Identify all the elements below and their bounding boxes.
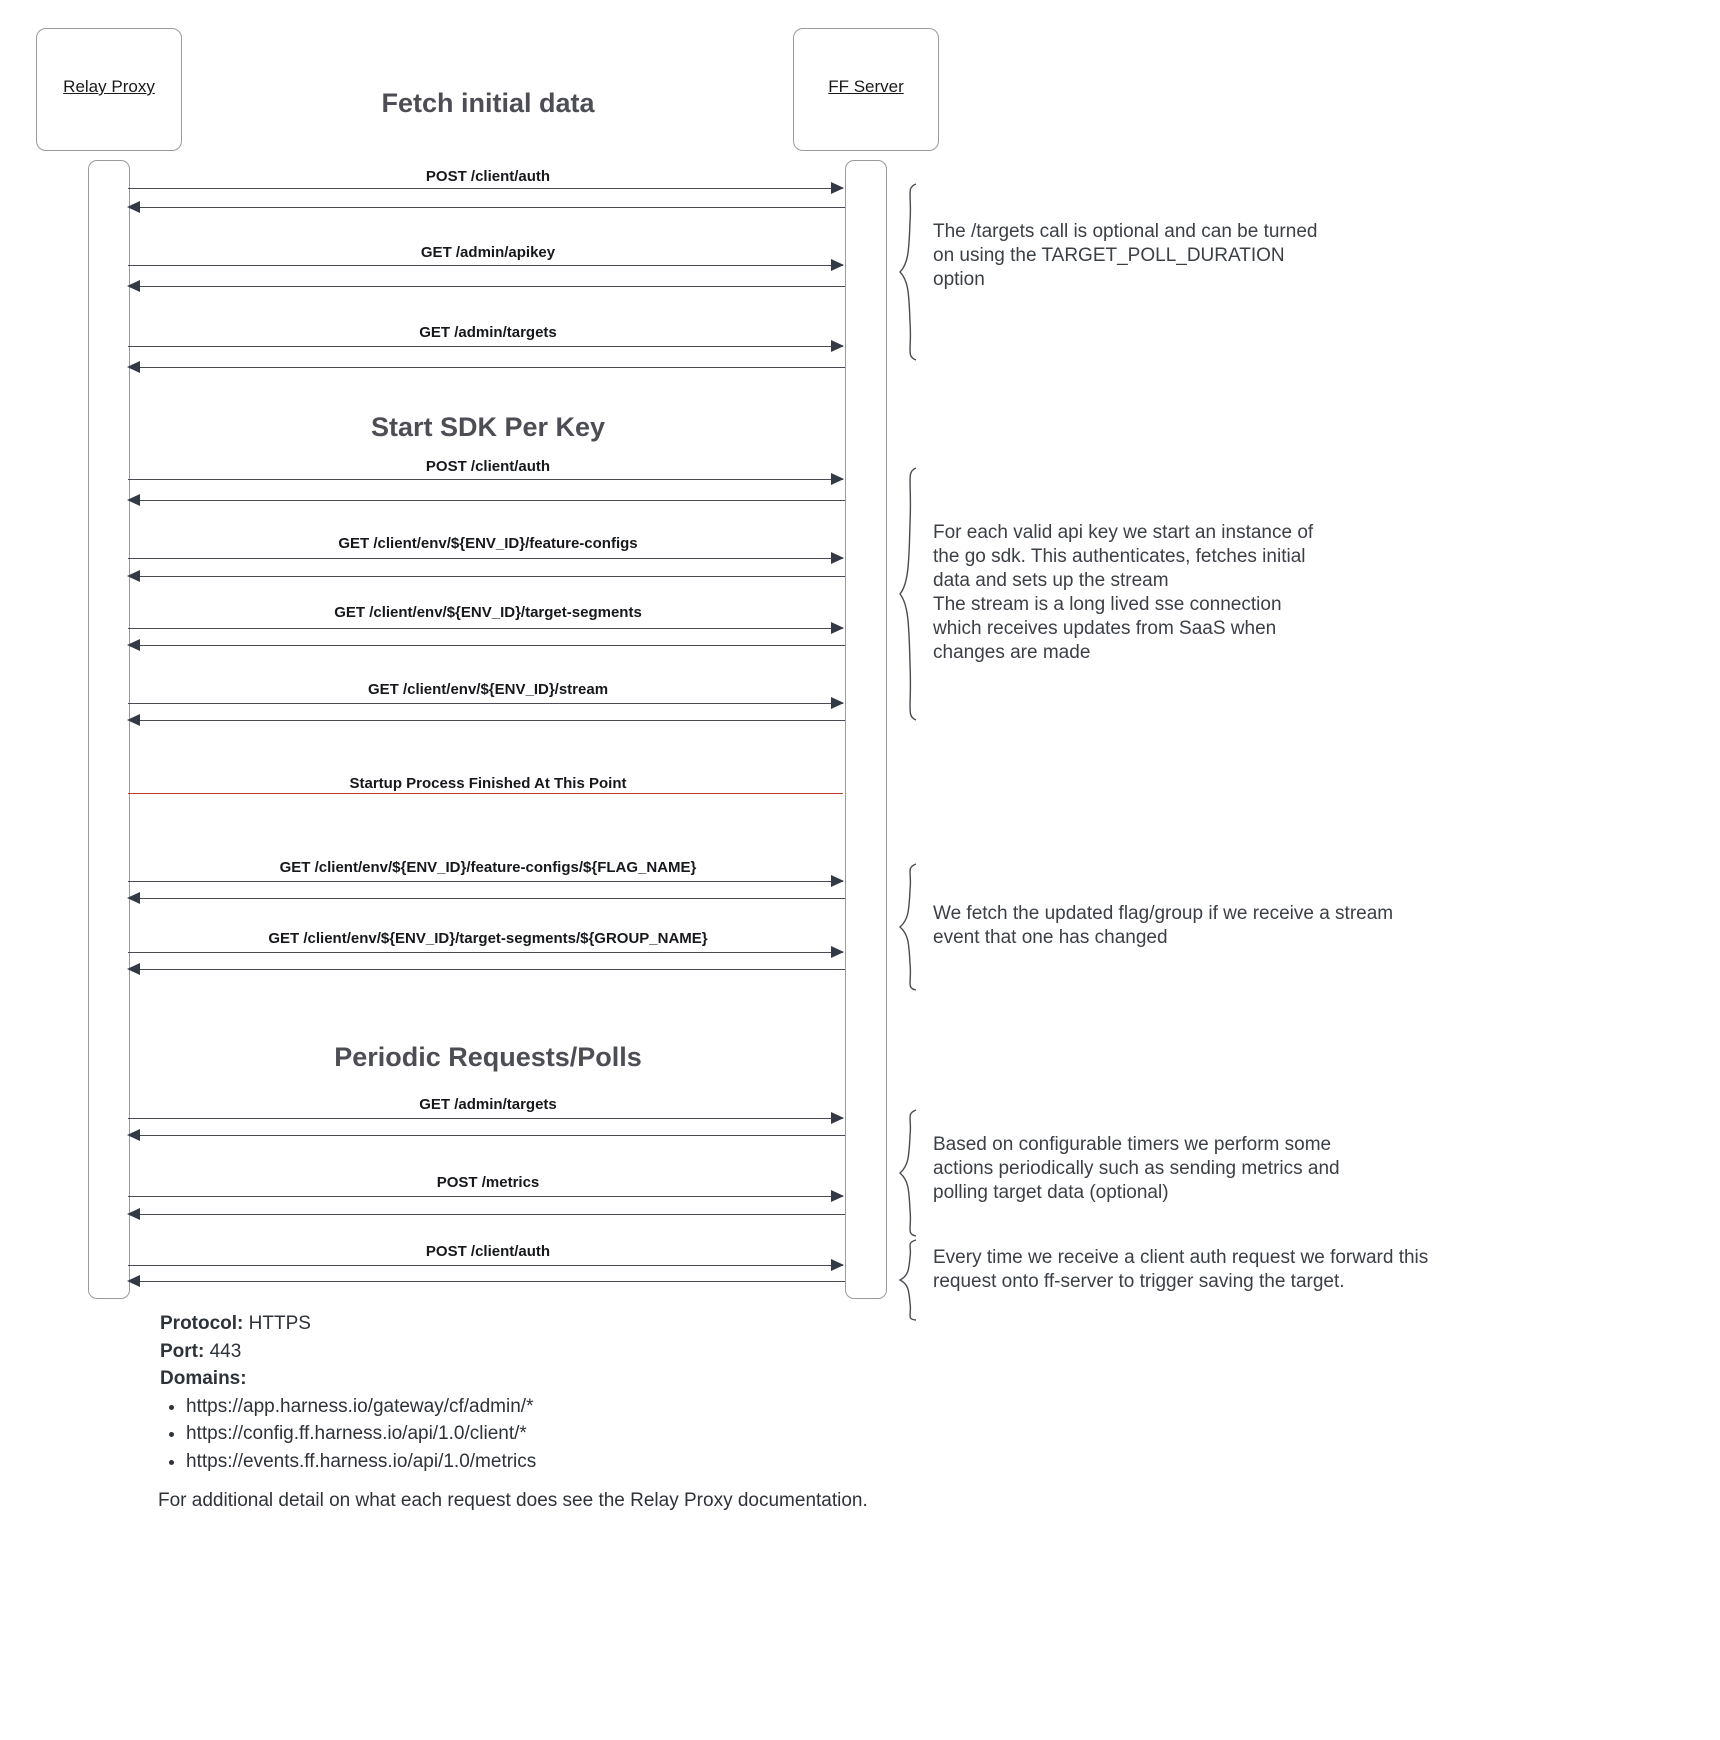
divider-line-startup-finished xyxy=(128,793,843,794)
message-label-m12: POST /client/auth xyxy=(425,1243,551,1260)
message-arrow-m11-request xyxy=(128,1196,843,1197)
message-arrow-m4-request xyxy=(128,479,843,480)
message-label-m8: GET /client/env/${ENV_ID}/feature-config… xyxy=(279,859,697,876)
message-label-m10: GET /admin/targets xyxy=(419,1096,557,1113)
divider-label-startup-finished: Startup Process Finished At This Point xyxy=(349,775,627,792)
arrowhead-m2-request xyxy=(831,259,844,271)
brace-note-client-auth-forward xyxy=(898,1238,922,1322)
participant-label-relay-proxy: Relay Proxy xyxy=(63,77,155,96)
footer-protocol-line: Protocol: HTTPS xyxy=(160,1310,860,1338)
arrowhead-m11-response xyxy=(127,1208,140,1220)
message-arrow-m3-request xyxy=(128,346,843,347)
arrowhead-m11-request xyxy=(831,1190,844,1202)
note-stream-update: We fetch the updated flag/group if we re… xyxy=(933,903,1394,948)
arrowhead-m10-request xyxy=(831,1112,844,1124)
footer-domain-item: https://app.harness.io/gateway/cf/admin/… xyxy=(186,1393,860,1421)
message-arrow-m2-response xyxy=(140,286,845,287)
arrowhead-m7-request xyxy=(831,697,844,709)
lifeline-ff-server xyxy=(845,160,887,1299)
message-arrow-m2-request xyxy=(128,265,843,266)
footer-connection-details: Protocol: HTTPS Port: 443 Domains: https… xyxy=(160,1310,860,1475)
arrowhead-m5-request xyxy=(831,552,844,564)
footer-domain-list: https://app.harness.io/gateway/cf/admin/… xyxy=(160,1393,860,1476)
footer-domain-item: https://events.ff.harness.io/api/1.0/met… xyxy=(186,1448,860,1476)
arrowhead-m7-response xyxy=(127,714,140,726)
message-arrow-m12-response xyxy=(140,1281,845,1282)
message-arrow-m11-response xyxy=(140,1214,845,1215)
brace-note-sdk-instance xyxy=(898,466,922,722)
message-label-m2: GET /admin/apikey xyxy=(420,244,556,261)
message-label-m3: GET /admin/targets xyxy=(419,324,557,341)
message-arrow-m8-response xyxy=(140,898,845,899)
message-arrow-m8-request xyxy=(128,881,843,882)
message-arrow-m9-response xyxy=(140,969,845,970)
arrowhead-m5-response xyxy=(127,570,140,582)
arrowhead-m12-request xyxy=(831,1259,844,1271)
section-title-fetch-initial-data: Fetch initial data xyxy=(381,88,595,118)
section-title-periodic-requests: Periodic Requests/Polls xyxy=(334,1042,642,1072)
arrowhead-m8-request xyxy=(831,875,844,887)
message-arrow-m9-request xyxy=(128,952,843,953)
message-arrow-m1-request xyxy=(128,188,843,189)
arrowhead-m1-response xyxy=(127,201,140,213)
arrowhead-m2-response xyxy=(127,280,140,292)
message-arrow-m5-request xyxy=(128,558,843,559)
footer-port-key: Port: xyxy=(160,1340,205,1362)
arrowhead-m4-response xyxy=(127,494,140,506)
arrowhead-m12-response xyxy=(127,1275,140,1287)
lifeline-relay-proxy xyxy=(88,160,130,1299)
footer-protocol-value: HTTPS xyxy=(248,1313,311,1334)
note-periodic-timers: Based on configurable timers we perform … xyxy=(933,1134,1340,1203)
footer-closing-note: For additional detail on what each reque… xyxy=(158,1490,868,1511)
brace-note-stream-update xyxy=(898,862,922,992)
brace-note-periodic-timers xyxy=(898,1108,922,1238)
footer-port-value: 443 xyxy=(209,1340,242,1362)
message-label-m6: GET /client/env/${ENV_ID}/target-segment… xyxy=(334,604,642,621)
arrowhead-m9-request xyxy=(831,946,844,958)
message-label-m11: POST /metrics xyxy=(436,1174,540,1191)
arrowhead-m3-request xyxy=(831,340,844,352)
arrowhead-m6-request xyxy=(831,622,844,634)
message-arrow-m3-response xyxy=(140,367,845,368)
message-arrow-m10-request xyxy=(128,1118,843,1119)
arrowhead-m3-response xyxy=(127,361,140,373)
footer-port-line: Port: 443 xyxy=(160,1338,860,1366)
message-label-m1: POST /client/auth xyxy=(425,168,551,185)
arrowhead-m10-response xyxy=(127,1129,140,1141)
message-arrow-m6-request xyxy=(128,628,843,629)
participant-box-relay-proxy[interactable]: Relay Proxy xyxy=(36,28,182,151)
message-label-m7: GET /client/env/${ENV_ID}/stream xyxy=(367,681,609,698)
message-arrow-m6-response xyxy=(140,645,845,646)
message-arrow-m12-request xyxy=(128,1265,843,1266)
message-arrow-m5-response xyxy=(140,576,845,577)
message-arrow-m7-request xyxy=(128,703,843,704)
participant-box-ff-server[interactable]: FF Server xyxy=(793,28,939,151)
arrowhead-m1-request xyxy=(831,182,844,194)
note-targets-optional: The /targets call is optional and can be… xyxy=(933,221,1318,290)
arrowhead-m6-response xyxy=(127,639,140,651)
footer-domain-item: https://config.ff.harness.io/api/1.0/cli… xyxy=(186,1420,860,1448)
footer-domains-key: Domains: xyxy=(160,1368,247,1390)
message-arrow-m4-response xyxy=(140,500,845,501)
message-arrow-m10-response xyxy=(140,1135,845,1136)
message-label-m5: GET /client/env/${ENV_ID}/feature-config… xyxy=(338,535,638,552)
message-label-m4: POST /client/auth xyxy=(425,458,551,475)
brace-note-targets-optional xyxy=(898,182,922,362)
message-arrow-m7-response xyxy=(140,720,845,721)
message-label-m9: GET /client/env/${ENV_ID}/target-segment… xyxy=(268,930,708,947)
arrowhead-m8-response xyxy=(127,892,140,904)
note-sdk-instance: For each valid api key we start an insta… xyxy=(933,522,1314,663)
arrowhead-m4-request xyxy=(831,473,844,485)
arrowhead-m9-response xyxy=(127,963,140,975)
note-client-auth-forward: Every time we receive a client auth requ… xyxy=(933,1247,1429,1292)
footer-protocol-key: Protocol: xyxy=(160,1313,244,1334)
participant-label-ff-server: FF Server xyxy=(828,77,904,96)
message-arrow-m1-response xyxy=(140,207,845,208)
section-title-start-sdk-per-key: Start SDK Per Key xyxy=(370,412,606,442)
